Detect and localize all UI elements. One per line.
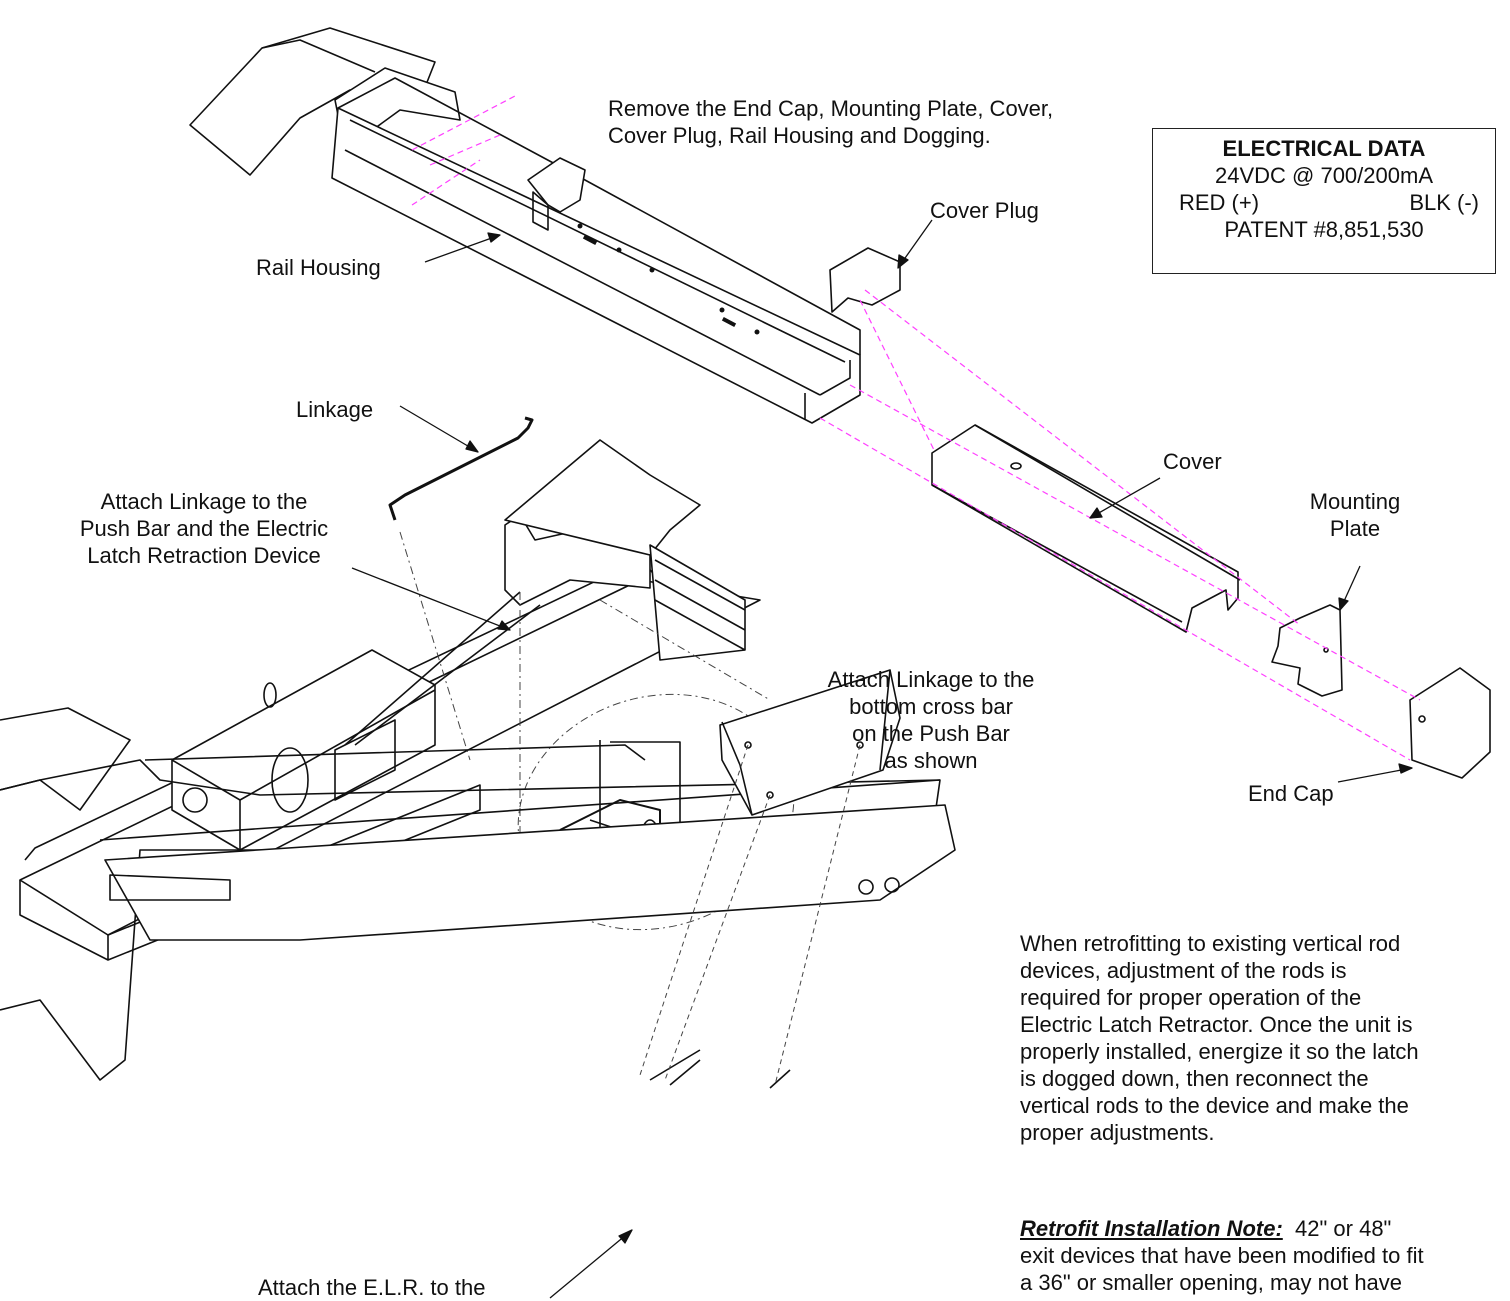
screw-guide-lines [639,744,861,1086]
rail-housing-label: Rail Housing [256,255,381,280]
patent-number: PATENT #8,851,530 [1224,217,1424,242]
remove-instruction-line: Cover Plug, Rail Housing and Dogging. [608,123,991,148]
top-exit-device [189,27,861,424]
paragraph-line: When retrofitting to existing vertical r… [1020,931,1401,956]
paragraph-line: proper adjustments. [1020,1120,1215,1145]
attach-linkage-device-label: Attach Linkage to the Push Bar and the E… [44,488,364,569]
guide-lines [411,95,1421,761]
retrofit-paragraph: When retrofitting to existing vertical r… [1020,930,1508,1146]
black-wire-label: BLK (-) [1409,190,1479,215]
end-cap-part [1409,667,1491,779]
electrical-data-box: ELECTRICAL DATA 24VDC @ 700/200mA RED (+… [1152,128,1496,274]
paragraph-line: is dogged down, then reconnect the [1020,1066,1369,1091]
retrofit-note: Retrofit Installation Note: 42" or 48" e… [1020,1215,1508,1296]
label-line: on the Push Bar [852,721,1010,746]
cover-plug-part [829,247,901,313]
linkage-part [388,416,534,521]
paragraph-line: devices, adjustment of the rods is [1020,958,1347,983]
electrical-rating: 24VDC @ 700/200mA [1214,163,1433,188]
end-cap-label: End Cap [1248,781,1334,806]
label-line: Latch Retraction Device [87,543,321,568]
label-line: bottom cross bar [849,694,1013,719]
cover-plug-label: Cover Plug [930,198,1039,223]
red-wire-label: RED (+) [1179,190,1260,215]
cover-part [931,424,1241,633]
paragraph-line: required for proper operation of the [1020,985,1362,1010]
rail-slot-marks [577,223,760,335]
retrofit-note-line: 42" or 48" [1295,1216,1392,1241]
paragraph-line: Electric Latch Retractor. Once the unit … [1020,1012,1413,1037]
remove-instruction: Remove the End Cap, Mounting Plate, Cove… [608,95,1053,149]
leader-lines [351,219,1413,1299]
label-line: Plate [1329,516,1381,541]
remove-instruction-line: Remove the End Cap, Mounting Plate, Cove… [608,96,1054,121]
retrofit-note-heading: Retrofit Installation Note: [1020,1216,1283,1241]
attach-linkage-crossbar-label: Attach Linkage to the bottom cross bar o… [800,666,1062,774]
retrofit-note-line: exit devices that have been modified to … [1020,1243,1424,1268]
attach-elr-label: Attach the E.L.R. to the [258,1275,486,1300]
label-line: Mounting [1309,489,1401,514]
bottom-exit-device [0,707,956,1089]
cover-label: Cover [1163,449,1222,474]
paragraph-line: vertical rods to the device and make the [1020,1093,1409,1118]
label-line: as shown [884,748,978,773]
label-line: Attach Linkage to the [827,667,1035,692]
paragraph-line: properly installed, energize it so the l… [1020,1039,1419,1064]
label-line: Push Bar and the Electric [79,516,329,541]
mounting-plate-part [1271,604,1343,697]
linkage-label: Linkage [296,397,374,422]
label-line: Attach Linkage to the [100,489,308,514]
mounting-plate-label: Mounting Plate [1290,488,1420,542]
elr-unit-bottom [719,669,901,816]
retrofit-note-line: a 36" or smaller opening, may not have [1020,1270,1403,1295]
electrical-data-title: ELECTRICAL DATA [1222,136,1426,161]
elr-assembly [19,439,761,961]
